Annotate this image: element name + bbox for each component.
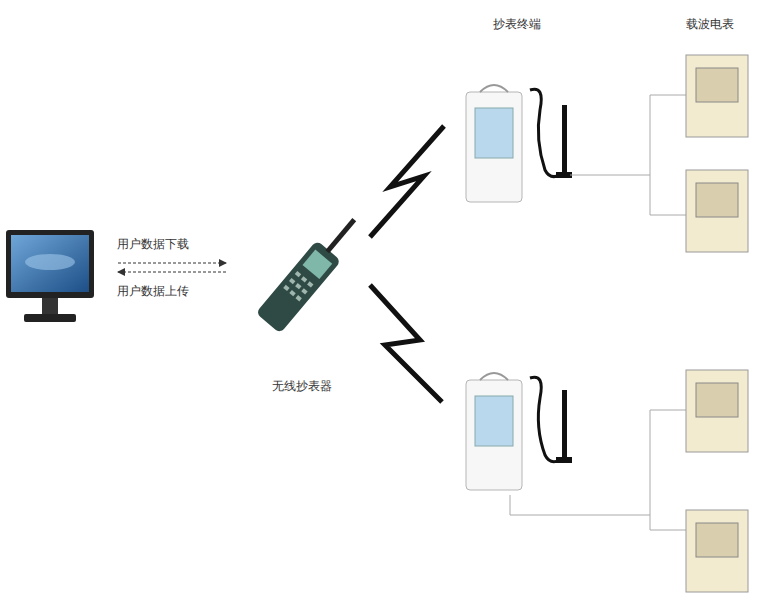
caption-label: 用户数据上传	[115, 283, 191, 300]
handheld-reader	[256, 210, 367, 334]
concentrator	[466, 85, 572, 202]
electric-meter	[686, 55, 748, 592]
caption-label: 用户数据下载	[115, 236, 191, 253]
upload-arrow	[118, 272, 226, 273]
download-arrow	[118, 263, 226, 264]
handheld-reader-node: 无线抄表器	[232, 205, 372, 395]
meter-wiring	[510, 95, 686, 530]
device-label: 抄表终端	[442, 16, 592, 33]
caption-label: 载波电表	[684, 16, 736, 33]
computer	[6, 230, 94, 322]
wireless-bolt	[370, 126, 444, 237]
concentrator	[466, 373, 572, 490]
concentrator-node: 抄表终端	[442, 16, 592, 212]
wireless-bolt	[370, 285, 442, 402]
device-label: 无线抄表器	[232, 378, 372, 395]
